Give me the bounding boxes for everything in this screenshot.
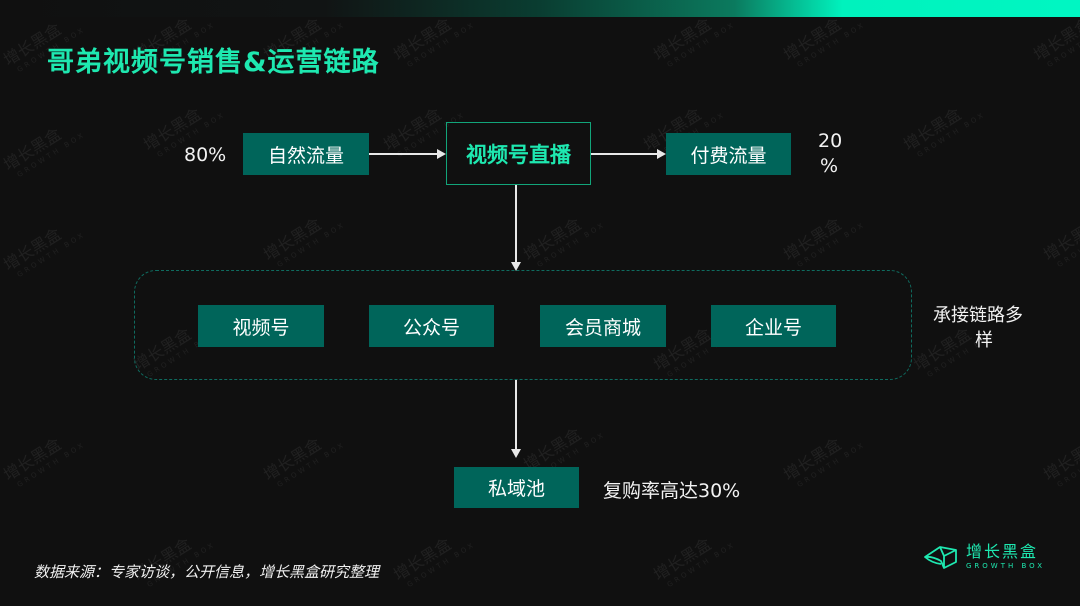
- arrow-right-icon: [657, 149, 666, 159]
- brand-logo: 增长黑盒 GROWTH BOX: [922, 543, 1045, 571]
- channels-note-line2: 样: [975, 330, 993, 351]
- channel-box-enterprise-account: 企业号: [711, 305, 836, 347]
- channels-note-line1: 承接链路多: [933, 305, 1023, 326]
- arrow-line: [515, 185, 517, 262]
- arrow-down-icon: [511, 262, 521, 271]
- channel-box-member-mall: 会员商城: [540, 305, 666, 347]
- page-title: 哥弟视频号销售&运营链路: [47, 47, 380, 78]
- top-gradient-bar: [0, 0, 1080, 17]
- channel-box-official-account: 公众号: [369, 305, 494, 347]
- paid-traffic-box: 付费流量: [666, 133, 791, 175]
- cube-logo-icon: [924, 546, 957, 569]
- channels-live-box: 视频号直播: [446, 122, 591, 185]
- data-source-note: 数据来源：专家访谈，公开信息，增长黑盒研究整理: [34, 563, 380, 581]
- arrow-right-icon: [437, 149, 446, 159]
- natural-traffic-box: 自然流量: [243, 133, 369, 175]
- arrow-line: [369, 153, 437, 155]
- logo-text-cn: 增长黑盒: [966, 542, 1039, 561]
- private-pool-box: 私域池: [454, 467, 579, 508]
- arrow-line: [591, 153, 657, 155]
- arrow-line: [515, 380, 517, 449]
- paid-traffic-percent-sign: %: [820, 155, 839, 177]
- repurchase-rate-note: 复购率高达30%: [603, 480, 741, 502]
- natural-traffic-percent: 80%: [184, 144, 227, 166]
- arrow-down-icon: [511, 449, 521, 458]
- paid-traffic-percent-number: 20: [818, 130, 843, 152]
- channels-container: [134, 270, 912, 380]
- channel-box-video-account: 视频号: [198, 305, 324, 347]
- logo-text-en: GROWTH BOX: [966, 562, 1046, 570]
